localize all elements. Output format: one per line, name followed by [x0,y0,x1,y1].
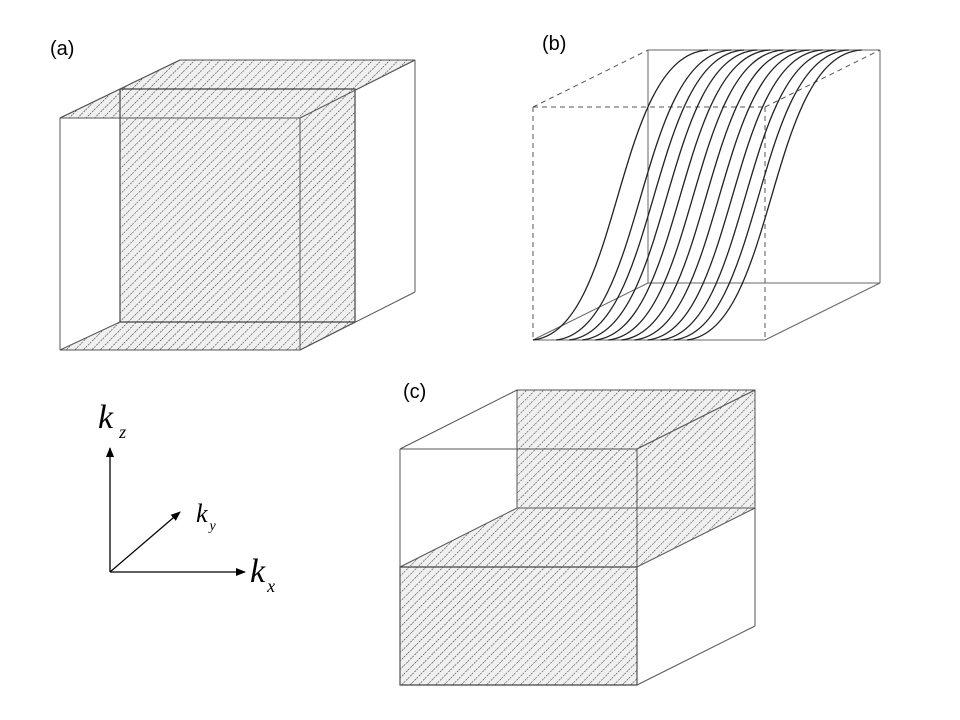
surface-line [595,49,771,341]
surface-line [634,49,810,341]
surface-line [608,49,784,341]
panel-a-bottom-plane [59,321,356,351]
panel-c-label: (c) [403,381,426,403]
panel-c-upper-front [516,448,638,509]
panel-b-surface [532,49,862,341]
panel-a-label: (a) [50,38,74,60]
panel-c-lower-front [399,566,638,686]
surface-line [556,49,732,341]
surface-line [673,49,849,341]
panel-b-label: (b) [542,33,566,55]
panel-b-hidden-edges [532,49,881,340]
ky-axis-arrow [109,511,181,573]
surface-line [532,49,709,341]
surface-line [582,49,758,341]
panel-b-cube-edges [532,49,881,341]
panel-c: (c) [399,381,756,686]
panel-a-slab-front [119,88,356,323]
surface-line [660,49,836,341]
surface-line [647,49,823,341]
panel-a: (a) [50,38,416,351]
surface-line [621,49,797,341]
surface-line [686,49,862,341]
panel-a-cube-edges [59,59,416,351]
panel-c-cube-edges [399,389,756,686]
surface-line [569,49,745,341]
panel-b: (b) [532,33,881,341]
panel-c-middle-plane [399,507,756,568]
